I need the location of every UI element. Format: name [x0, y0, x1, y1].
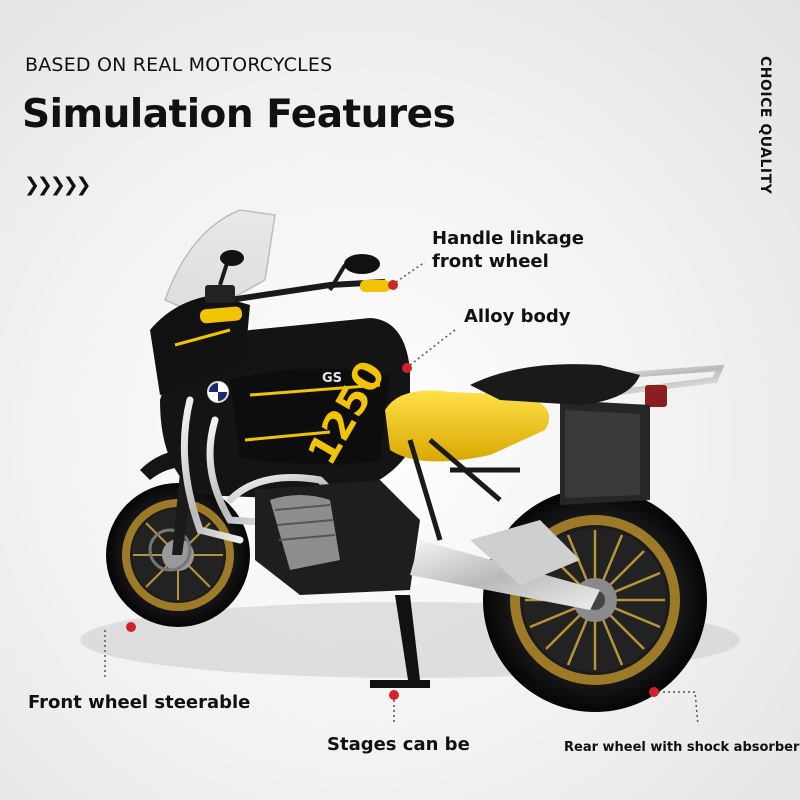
chevron-arrows-icon: ❯❯❯❯❯: [24, 174, 92, 196]
yellow-seat: [385, 390, 550, 462]
callout-alloy-body: Alloy body: [464, 306, 571, 327]
callout-stages: Stages can be: [327, 734, 470, 755]
tank-badge-text: GS: [322, 371, 342, 386]
subtitle: BASED ON REAL MOTORCYCLES: [25, 54, 333, 76]
mirror-right: [344, 254, 380, 274]
callout-dots: [126, 280, 659, 700]
kickstand: [395, 595, 420, 680]
side-quality-label: CHOICE QUALITY: [757, 56, 773, 195]
rear-seat: [470, 364, 640, 405]
swingarm: [410, 540, 600, 610]
tail-light: [645, 385, 667, 407]
dashboard: [205, 285, 235, 303]
engine: [255, 480, 420, 595]
handle-grip-right: [360, 280, 390, 292]
page-title: Simulation Features: [22, 92, 456, 137]
callout-handle-line1: Handle linkage: [432, 228, 584, 249]
callout-rear-wheel: Rear wheel with shock absorber: [564, 740, 800, 755]
cylinder-head: [270, 495, 340, 570]
tank-stripe: [249, 383, 381, 397]
callout-leader-lines: [104, 261, 699, 726]
frame-tubes: [407, 438, 520, 541]
handle-grip-left: [199, 306, 243, 324]
callout-handle-line2: front wheel: [432, 251, 549, 272]
crash-bars: [180, 396, 364, 544]
mirror-left: [220, 250, 244, 266]
callout-front-wheel: Front wheel steerable: [28, 692, 251, 713]
callout-handle-linkage: Handle linkage front wheel: [432, 227, 584, 273]
